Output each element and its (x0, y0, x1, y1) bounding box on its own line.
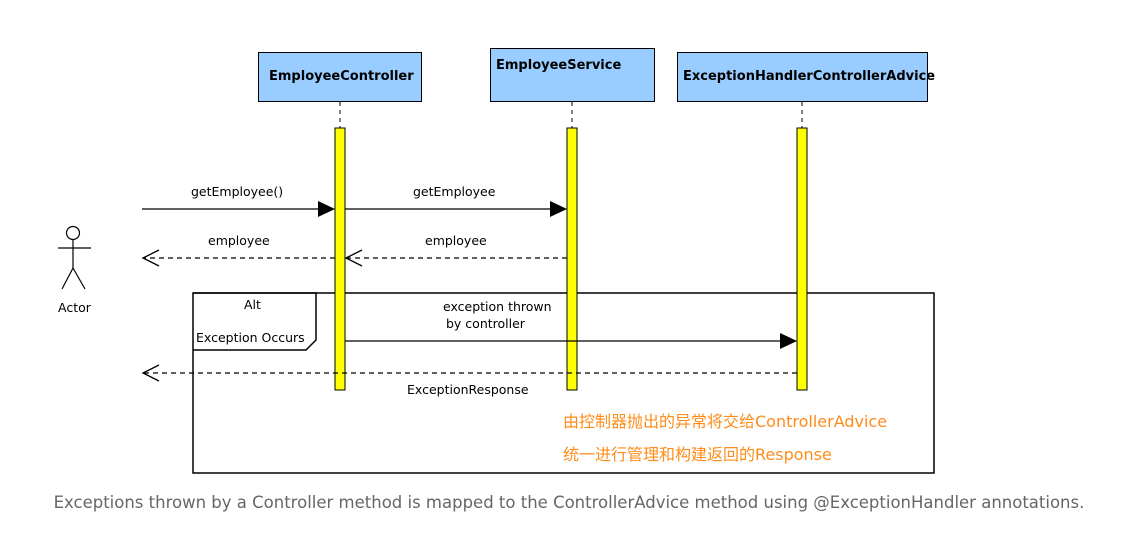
note-line-1: 由控制器抛出的异常将交给ControllerAdvice (563, 412, 888, 431)
message-label-getEmployee-call: getEmployee() (191, 184, 284, 199)
controller-activation-bar (334, 127, 346, 391)
return-arrow-exception-response (141, 364, 797, 382)
alt-fragment-frame (192, 292, 935, 474)
figure-caption: Exceptions thrown by a Controller method… (53, 493, 1085, 512)
return-label-exception-response: ExceptionResponse (407, 382, 529, 397)
message-arrow-exception-thrown (345, 333, 797, 349)
participant-label: EmployeeController (269, 69, 414, 84)
service-activation-bar (566, 127, 578, 391)
message-label-exception-line1: exception thrown (443, 299, 552, 314)
participant-label: EmployeeService (496, 58, 622, 73)
participant-label: ExceptionHandlerControllerAdvice (683, 69, 936, 84)
return-arrow-employee-actor (141, 249, 335, 267)
actor-label: Actor (58, 300, 91, 315)
participant-employee-service: EmployeeService (490, 48, 655, 102)
return-arrow-employee-service (344, 249, 567, 267)
participant-exception-handler-advice: ExceptionHandlerControllerAdvice (677, 52, 935, 102)
message-arrow-getEmployee-call (142, 201, 335, 217)
note-line-2: 统一进行管理和构建返回的Response (563, 445, 832, 464)
alt-fragment-guard: Exception Occurs (196, 330, 305, 345)
alt-fragment-operator: Alt (244, 297, 261, 312)
return-label-employee-service: employee (425, 233, 487, 248)
message-label-getEmployee-service: getEmployee (413, 184, 496, 199)
message-arrow-getEmployee-service (345, 201, 567, 217)
return-label-employee-actor: employee (208, 233, 270, 248)
message-label-exception-line2: by controller (446, 316, 525, 331)
participant-employee-controller: EmployeeController (258, 52, 422, 102)
advice-activation-bar (796, 127, 808, 391)
alt-fragment-label-pentagon (193, 292, 317, 351)
actor-stick-figure (58, 225, 91, 290)
